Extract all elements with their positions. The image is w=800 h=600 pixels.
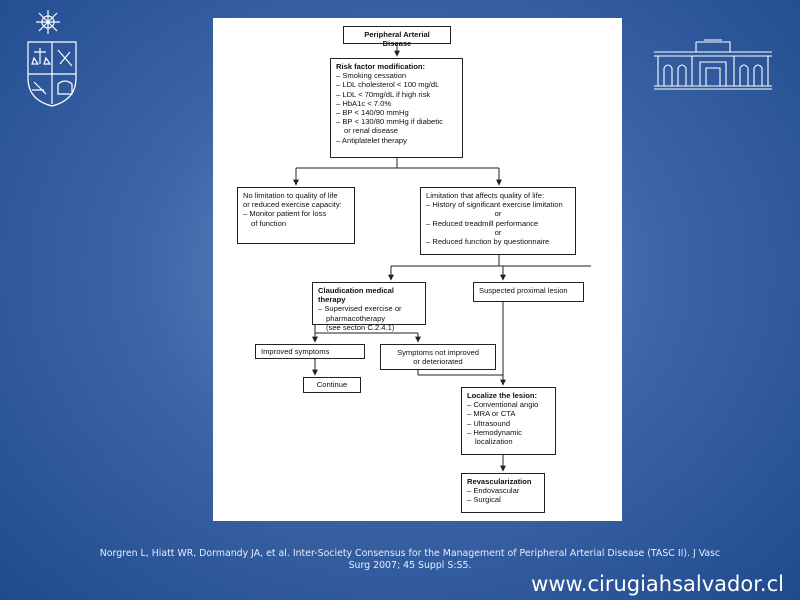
localize-cont: localization	[475, 437, 513, 447]
claud-cont: pharmacotherapy	[326, 313, 386, 323]
limit-heading: Limitation that affects quality of life:	[426, 191, 545, 200]
limit-item: – Reduced treadmill performance	[426, 218, 539, 228]
localize-item: – Conventional angio	[467, 400, 539, 410]
not-improved-line1: Symptoms not improved	[397, 348, 479, 357]
citation-line1: Norgren L, Hiatt WR, Dormandy JA, et al.…	[99, 548, 721, 559]
limitation-box: Limitation that affects quality of life:…	[420, 187, 576, 255]
risk-item-cont: or renal disease	[344, 126, 399, 136]
no-limitation-box: No limitation to quality of life or redu…	[237, 187, 355, 244]
proximal-lesion-box: Suspected proximal lesion	[473, 282, 584, 302]
proximal-text: Suspected proximal lesion	[479, 286, 568, 295]
localize-item: – MRA or CTA	[467, 409, 516, 419]
limit-or: or	[494, 209, 502, 219]
no-limit-item: – Monitor patient for loss	[243, 209, 327, 219]
revascularization-box: Revascularization – Endovascular – Surgi…	[461, 473, 545, 513]
localize-item: – Hemodynamic	[467, 427, 522, 437]
not-improved-line2: or deteriorated	[413, 357, 463, 367]
claud-heading: Claudication medical therapy	[318, 286, 394, 305]
risk-item: – Antiplatelet therapy	[336, 135, 407, 145]
not-improved-box: Symptoms not improved or deteriorated	[380, 344, 496, 370]
improved-text: Improved symptoms	[261, 347, 330, 356]
no-limit-cont: of function	[251, 218, 287, 228]
localize-heading: Localize the lesion:	[467, 391, 538, 400]
risk-factor-box: Risk factor modification: – Smoking cess…	[330, 58, 463, 158]
claud-item: – Supervised exercise or	[318, 304, 402, 314]
risk-item: – LDL cholesterol < 100 mg/dL	[336, 80, 440, 90]
limit-item: – Reduced function by questionnaire	[426, 237, 550, 247]
flowchart-panel: Peripheral Arterial Disease Risk factor …	[213, 18, 622, 521]
revasc-item: – Surgical	[467, 495, 501, 505]
no-limit-line2: or reduced exercise capacity:	[243, 200, 342, 210]
risk-item: – Smoking cessation	[336, 71, 407, 81]
revasc-heading: Revascularization	[467, 477, 532, 486]
no-limit-line1: No limitation to quality of life	[243, 191, 338, 200]
risk-item: – BP < 130/80 mmHg if diabetic	[336, 117, 443, 127]
university-crest-logo	[27, 10, 77, 107]
continue-box: Continue	[303, 377, 361, 393]
localize-box: Localize the lesion: – Conventional angi…	[461, 387, 556, 455]
citation: Norgren L, Hiatt WR, Dormandy JA, et al.…	[60, 548, 760, 572]
risk-heading: Risk factor modification:	[336, 62, 426, 71]
limit-or: or	[494, 227, 502, 237]
risk-item: – LDL < 70mg/dL if high risk	[336, 89, 431, 99]
continue-text: Continue	[316, 380, 348, 389]
title-box: Peripheral Arterial Disease	[343, 26, 451, 48]
risk-item: – BP < 140/90 mmHg	[336, 108, 409, 118]
risk-item: – HbA1c < 7.0%	[336, 98, 392, 108]
improved-box: Improved symptoms	[255, 344, 365, 359]
website-url: www.cirugiahsalvador.cl	[531, 572, 784, 596]
claud-cont: (see secton C.2.4.1)	[326, 322, 395, 332]
limit-item: – History of significant exercise limita…	[426, 200, 563, 210]
citation-line2: Surg 2007; 45 Suppl S:S5.	[348, 560, 472, 571]
title-text: Peripheral Arterial Disease	[364, 30, 430, 49]
revasc-item: – Endovascular	[467, 486, 520, 496]
localize-item: – Ultrasound	[467, 418, 511, 428]
hospital-building-logo	[654, 39, 772, 90]
claudication-box: Claudication medical therapy – Supervise…	[312, 282, 426, 332]
